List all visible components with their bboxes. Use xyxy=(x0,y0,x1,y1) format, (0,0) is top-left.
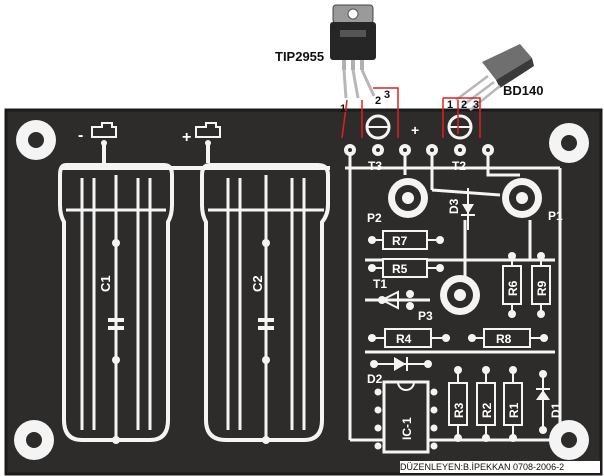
trimmer-p3 xyxy=(440,275,480,315)
mounting-hole-top-left xyxy=(16,120,56,160)
resistor-r8 xyxy=(468,328,548,348)
trimmer-p1 xyxy=(502,178,542,218)
trimmer-p2 xyxy=(388,178,428,218)
r8-label: R8 xyxy=(496,332,512,346)
r1-label: R1 xyxy=(507,402,521,418)
transistor-t1 xyxy=(378,290,414,310)
p2-label: P2 xyxy=(367,211,382,225)
resistor-r2 xyxy=(476,366,496,442)
resistor-r3 xyxy=(448,366,468,442)
capacitor-c2-symbol xyxy=(258,318,274,330)
pinout-annotation-lines xyxy=(341,87,481,139)
t2-pin3-label: 3 xyxy=(473,99,479,111)
capacitor-c2-outline xyxy=(200,163,330,442)
r7-label: R7 xyxy=(392,234,408,248)
t1-label: T1 xyxy=(373,277,387,291)
c1-label: C1 xyxy=(98,275,113,292)
resistor-r5 xyxy=(368,258,444,278)
bd140-transistor-image xyxy=(455,44,534,111)
resistor-r4 xyxy=(368,328,450,348)
terminal-plus-out-label: + xyxy=(411,122,419,138)
terminal-minus-label: - xyxy=(78,127,83,144)
tip2955-label: TIP2955 xyxy=(275,49,324,64)
t2-footprint xyxy=(426,114,494,156)
r9-label: R9 xyxy=(535,280,549,296)
resistor-r6 xyxy=(502,252,522,318)
t3-board-label: T3 xyxy=(368,159,382,173)
resistor-r7 xyxy=(368,230,444,250)
tip2955-transistor-image xyxy=(330,4,376,99)
c2-label: C2 xyxy=(250,275,265,292)
t3-footprint xyxy=(344,114,411,156)
mounting-hole-bottom-left xyxy=(14,420,54,460)
capacitor-c1-outline xyxy=(58,163,174,442)
r5-label: R5 xyxy=(392,262,408,276)
t2-board-label: T2 xyxy=(452,159,466,173)
d2-label: D2 xyxy=(367,372,383,386)
r6-label: R6 xyxy=(506,280,520,296)
p1-label: P1 xyxy=(548,209,563,223)
r4-label: R4 xyxy=(396,332,412,346)
r3-label: R3 xyxy=(452,402,466,418)
resistor-r1 xyxy=(503,366,523,442)
capacitor-c1-symbol xyxy=(108,318,124,330)
resistor-r9 xyxy=(531,252,551,318)
t3-pin2-label: 2 xyxy=(375,95,381,107)
d3-label: D3 xyxy=(447,198,461,214)
diode-d3 xyxy=(431,188,501,230)
bd140-label: BD140 xyxy=(503,83,543,98)
p3-label: P3 xyxy=(418,309,433,323)
t3-pin1-label: 1 xyxy=(340,103,346,115)
diode-d1 xyxy=(536,370,550,434)
ic1-footprint xyxy=(374,380,438,454)
mounting-hole-top-right xyxy=(549,123,589,163)
ic1-label: IC-1 xyxy=(400,417,414,440)
r2-label: R2 xyxy=(480,402,494,418)
terminal-plus-label: + xyxy=(182,129,191,146)
t3-pin3-label: 3 xyxy=(384,89,390,101)
diode-d2 xyxy=(370,357,432,371)
d1-label: D1 xyxy=(549,402,563,418)
author-credit: DÜZENLEYEN:B.İPEKKAN 0708-2006-2 xyxy=(400,461,600,473)
t2-pin2-label: 2 xyxy=(461,99,467,111)
t2-pin1-label: 1 xyxy=(447,99,453,111)
